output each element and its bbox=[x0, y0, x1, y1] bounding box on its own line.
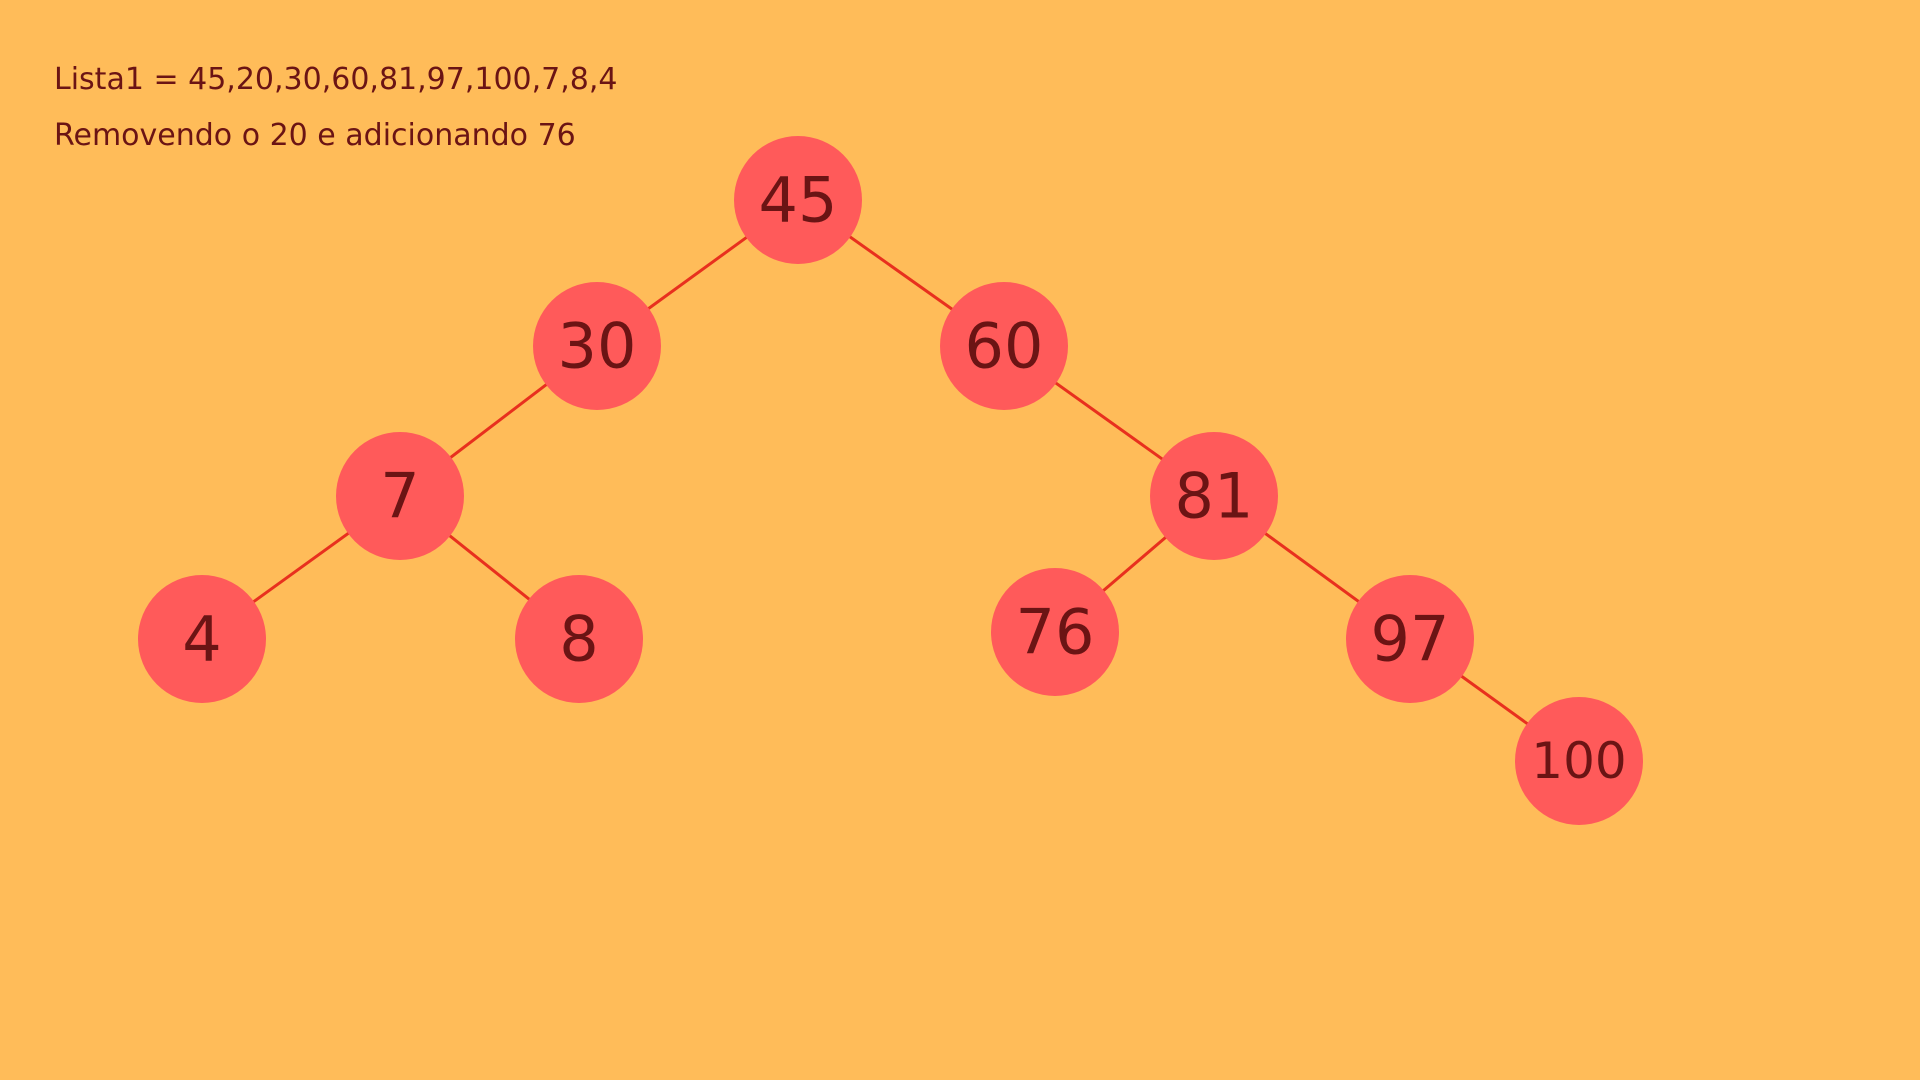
tree-node-45: 45 bbox=[734, 136, 862, 264]
tree-nodes: 45 30 60 7 81 4 8 76 97 100 bbox=[138, 136, 1643, 825]
node-circle bbox=[991, 568, 1119, 696]
node-label: 76 bbox=[1016, 596, 1095, 669]
node-label: 45 bbox=[759, 164, 838, 237]
node-label: 7 bbox=[380, 460, 419, 533]
node-label: 100 bbox=[1531, 732, 1626, 790]
tree-node-100: 100 bbox=[1515, 697, 1643, 825]
node-circle bbox=[515, 575, 643, 703]
tree-node-7: 7 bbox=[336, 432, 464, 560]
node-label: 4 bbox=[182, 603, 221, 676]
node-circle bbox=[1346, 575, 1474, 703]
node-label: 60 bbox=[965, 310, 1044, 383]
tree-node-30: 30 bbox=[533, 282, 661, 410]
tree-node-4: 4 bbox=[138, 575, 266, 703]
node-circle bbox=[533, 282, 661, 410]
list-caption: Lista1 = 45,20,30,60,81,97,100,7,8,4 bbox=[54, 62, 618, 97]
node-circle bbox=[940, 282, 1068, 410]
node-circle bbox=[336, 432, 464, 560]
tree-node-81: 81 bbox=[1150, 432, 1278, 560]
node-label: 81 bbox=[1175, 460, 1254, 533]
node-label: 8 bbox=[559, 603, 598, 676]
node-circle bbox=[734, 136, 862, 264]
node-circle bbox=[1515, 697, 1643, 825]
tree-node-60: 60 bbox=[940, 282, 1068, 410]
node-label: 30 bbox=[558, 310, 637, 383]
node-circle bbox=[138, 575, 266, 703]
tree-node-97: 97 bbox=[1346, 575, 1474, 703]
tree-node-8: 8 bbox=[515, 575, 643, 703]
operation-caption: Removendo o 20 e adicionando 76 bbox=[54, 118, 576, 153]
tree-node-76: 76 bbox=[991, 568, 1119, 696]
node-circle bbox=[1150, 432, 1278, 560]
node-label: 97 bbox=[1371, 603, 1450, 676]
